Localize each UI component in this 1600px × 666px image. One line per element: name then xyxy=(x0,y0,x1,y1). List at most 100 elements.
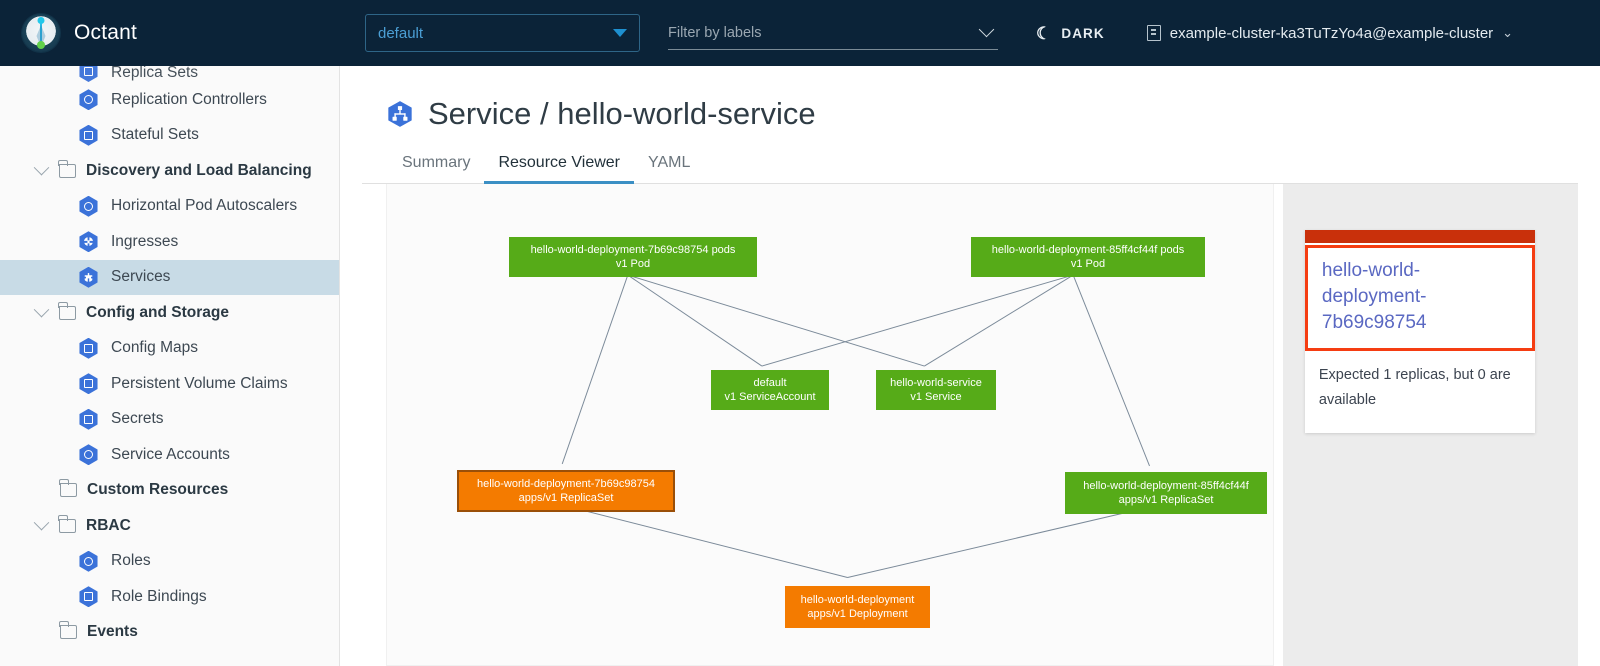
graph-edges xyxy=(561,274,1150,578)
graph-node-kind: v1 Service xyxy=(910,391,962,403)
icon-glyph xyxy=(84,130,93,140)
graph-node-title: hello-world-deployment-85ff4cf44f xyxy=(1083,480,1249,492)
chevron-down-icon xyxy=(613,29,627,37)
page-title-text: Service / hello-world-service xyxy=(428,96,816,131)
graph-edge xyxy=(847,506,1150,578)
label-filter-placeholder: Filter by labels xyxy=(668,24,762,41)
detail-card[interactable]: hello-world-deployment-7b69c98754 Expect… xyxy=(1304,230,1535,433)
graph-edge xyxy=(562,504,848,578)
main-content: Service / hello-world-service Summary Res… xyxy=(340,66,1600,666)
k8s-serviceaccount-icon xyxy=(79,444,98,466)
tab-summary[interactable]: Summary xyxy=(402,154,471,171)
resource-graph[interactable]: hello-world-deployment-7b69c98754 pods v1… xyxy=(386,184,1274,666)
sidebar-item-label: Events xyxy=(87,623,138,641)
sidebar-item-custom-resources[interactable]: Custom Resources xyxy=(0,473,339,509)
graph-node-title: hello-world-deployment-7b69c98754 xyxy=(477,478,655,490)
graph-edge xyxy=(627,274,763,367)
graph-node-svc-hello[interactable]: hello-world-service v1 Service xyxy=(876,370,996,410)
folder-icon xyxy=(58,514,76,533)
chevron-down-icon xyxy=(978,21,995,38)
chevron-down-icon[interactable] xyxy=(33,515,50,531)
sidebar-item-persistent-volume-claims[interactable]: Persistent Volume Claims xyxy=(0,366,339,402)
graph-node-kind: v1 Pod xyxy=(1070,258,1106,270)
detail-title[interactable]: hello-world-deployment-7b69c98754 xyxy=(1321,260,1427,333)
k8s-role-icon xyxy=(79,550,98,572)
sidebar-item-label: RBAC xyxy=(86,516,131,534)
folder-icon xyxy=(59,479,77,498)
sidebar-item-label: Secrets xyxy=(111,410,164,428)
icon-glyph xyxy=(84,272,93,282)
chevron-down-icon[interactable] xyxy=(33,302,50,318)
graph-node-kind: v1 ServiceAccount xyxy=(724,391,816,403)
chevron-down-icon: ⌄ xyxy=(1502,25,1514,40)
icon-glyph xyxy=(84,379,93,389)
sidebar-item-label: Roles xyxy=(111,552,151,570)
icon-glyph xyxy=(84,201,93,211)
k8s-pvc-icon xyxy=(79,373,98,395)
sidebar-item-label: Config and Storage xyxy=(86,303,229,321)
tab-resource-viewer[interactable]: Resource Viewer xyxy=(484,154,634,184)
tab-bar: Summary Resource Viewer YAML xyxy=(362,154,1578,184)
sidebar-item-secrets[interactable]: Secrets xyxy=(0,402,339,438)
sidebar-item-config-and-storage[interactable]: Config and Storage xyxy=(0,295,339,331)
k8s-hpa-icon xyxy=(79,195,98,217)
k8s-replicationcontroller-icon xyxy=(79,89,98,111)
sidebar-item-discovery-and-load-balancing[interactable]: Discovery and Load Balancing xyxy=(0,153,339,189)
page-title: Service / hello-world-service xyxy=(362,66,1578,132)
folder-icon xyxy=(59,621,77,640)
sidebar-item-events[interactable]: Events xyxy=(0,615,339,651)
sidebar-item-label: Service Accounts xyxy=(111,445,230,463)
sidebar-item-service-accounts[interactable]: Service Accounts xyxy=(0,437,339,473)
graph-node-kind: apps/v1 Deployment xyxy=(807,608,908,620)
sidebar-item-label: Config Maps xyxy=(111,339,199,357)
icon-glyph xyxy=(84,592,93,602)
moon-icon: ☾ xyxy=(1036,23,1053,43)
namespace-select[interactable]: default xyxy=(365,14,640,52)
icon-glyph xyxy=(84,95,93,105)
sidebar-item-role-bindings[interactable]: Role Bindings xyxy=(0,579,339,615)
sidebar-item-label: Discovery and Load Balancing xyxy=(86,161,312,179)
graph-node-pod-85ff[interactable]: hello-world-deployment-85ff4cf44f pods v1… xyxy=(971,237,1205,277)
tab-yaml[interactable]: YAML xyxy=(648,154,691,171)
sidebar-item-config-maps[interactable]: Config Maps xyxy=(0,331,339,367)
sidebar-item-label: Role Bindings xyxy=(111,587,207,605)
sidebar-item-rbac[interactable]: RBAC xyxy=(0,508,339,544)
sidebar-item-horizontal-pod-autoscalers[interactable]: Horizontal Pod Autoscalers xyxy=(0,189,339,225)
graph-edge xyxy=(924,274,1074,367)
chevron-down-icon[interactable] xyxy=(33,160,50,176)
logo-bottom-dot-icon xyxy=(37,41,45,49)
brand-name: Octant xyxy=(74,21,138,44)
cluster-selector[interactable]: example-cluster-ka3TuTzYo4a@example-clus… xyxy=(1146,24,1514,42)
logo-top-dot-icon xyxy=(37,17,45,24)
sidebar-item-ingresses[interactable]: Ingresses xyxy=(0,224,339,260)
sidebar-item-stateful-sets[interactable]: Stateful Sets xyxy=(0,118,339,154)
folder-icon xyxy=(58,159,76,178)
sidebar-item-label: Replica Sets xyxy=(111,66,199,81)
sidebar-item-roles[interactable]: Roles xyxy=(0,544,339,580)
folder-icon xyxy=(58,301,76,320)
brand[interactable]: Octant xyxy=(0,14,345,52)
graph-node-title: hello-world-service xyxy=(890,377,982,389)
graph-node-title: hello-world-deployment-7b69c98754 pods xyxy=(530,244,736,256)
theme-toggle[interactable]: ☾ DARK xyxy=(1036,25,1105,42)
sidebar-item-label: Custom Resources xyxy=(87,481,229,499)
graph-node-title: hello-world-deployment-85ff4cf44f pods xyxy=(991,244,1185,256)
graph-node-sa-default[interactable]: default v1 ServiceAccount xyxy=(711,370,829,410)
label-filter-input[interactable]: Filter by labels xyxy=(668,16,998,50)
sidebar-item-replication-controllers[interactable]: Replication Controllers xyxy=(0,82,339,118)
k8s-ingress-icon xyxy=(79,231,98,253)
sidebar-item-replica-sets[interactable]: Replica Sets xyxy=(0,66,339,82)
sidebar-item-services[interactable]: Services xyxy=(0,259,339,295)
graph-node-title: default xyxy=(753,377,787,389)
graph-edge xyxy=(761,274,1074,367)
cluster-name: example-cluster-ka3TuTzYo4a@example-clus… xyxy=(1169,24,1494,42)
top-header: Octant default Filter by labels ☾ DARK e… xyxy=(0,0,1600,66)
detail-message: Expected 1 replicas, but 0 are available xyxy=(1318,367,1511,408)
